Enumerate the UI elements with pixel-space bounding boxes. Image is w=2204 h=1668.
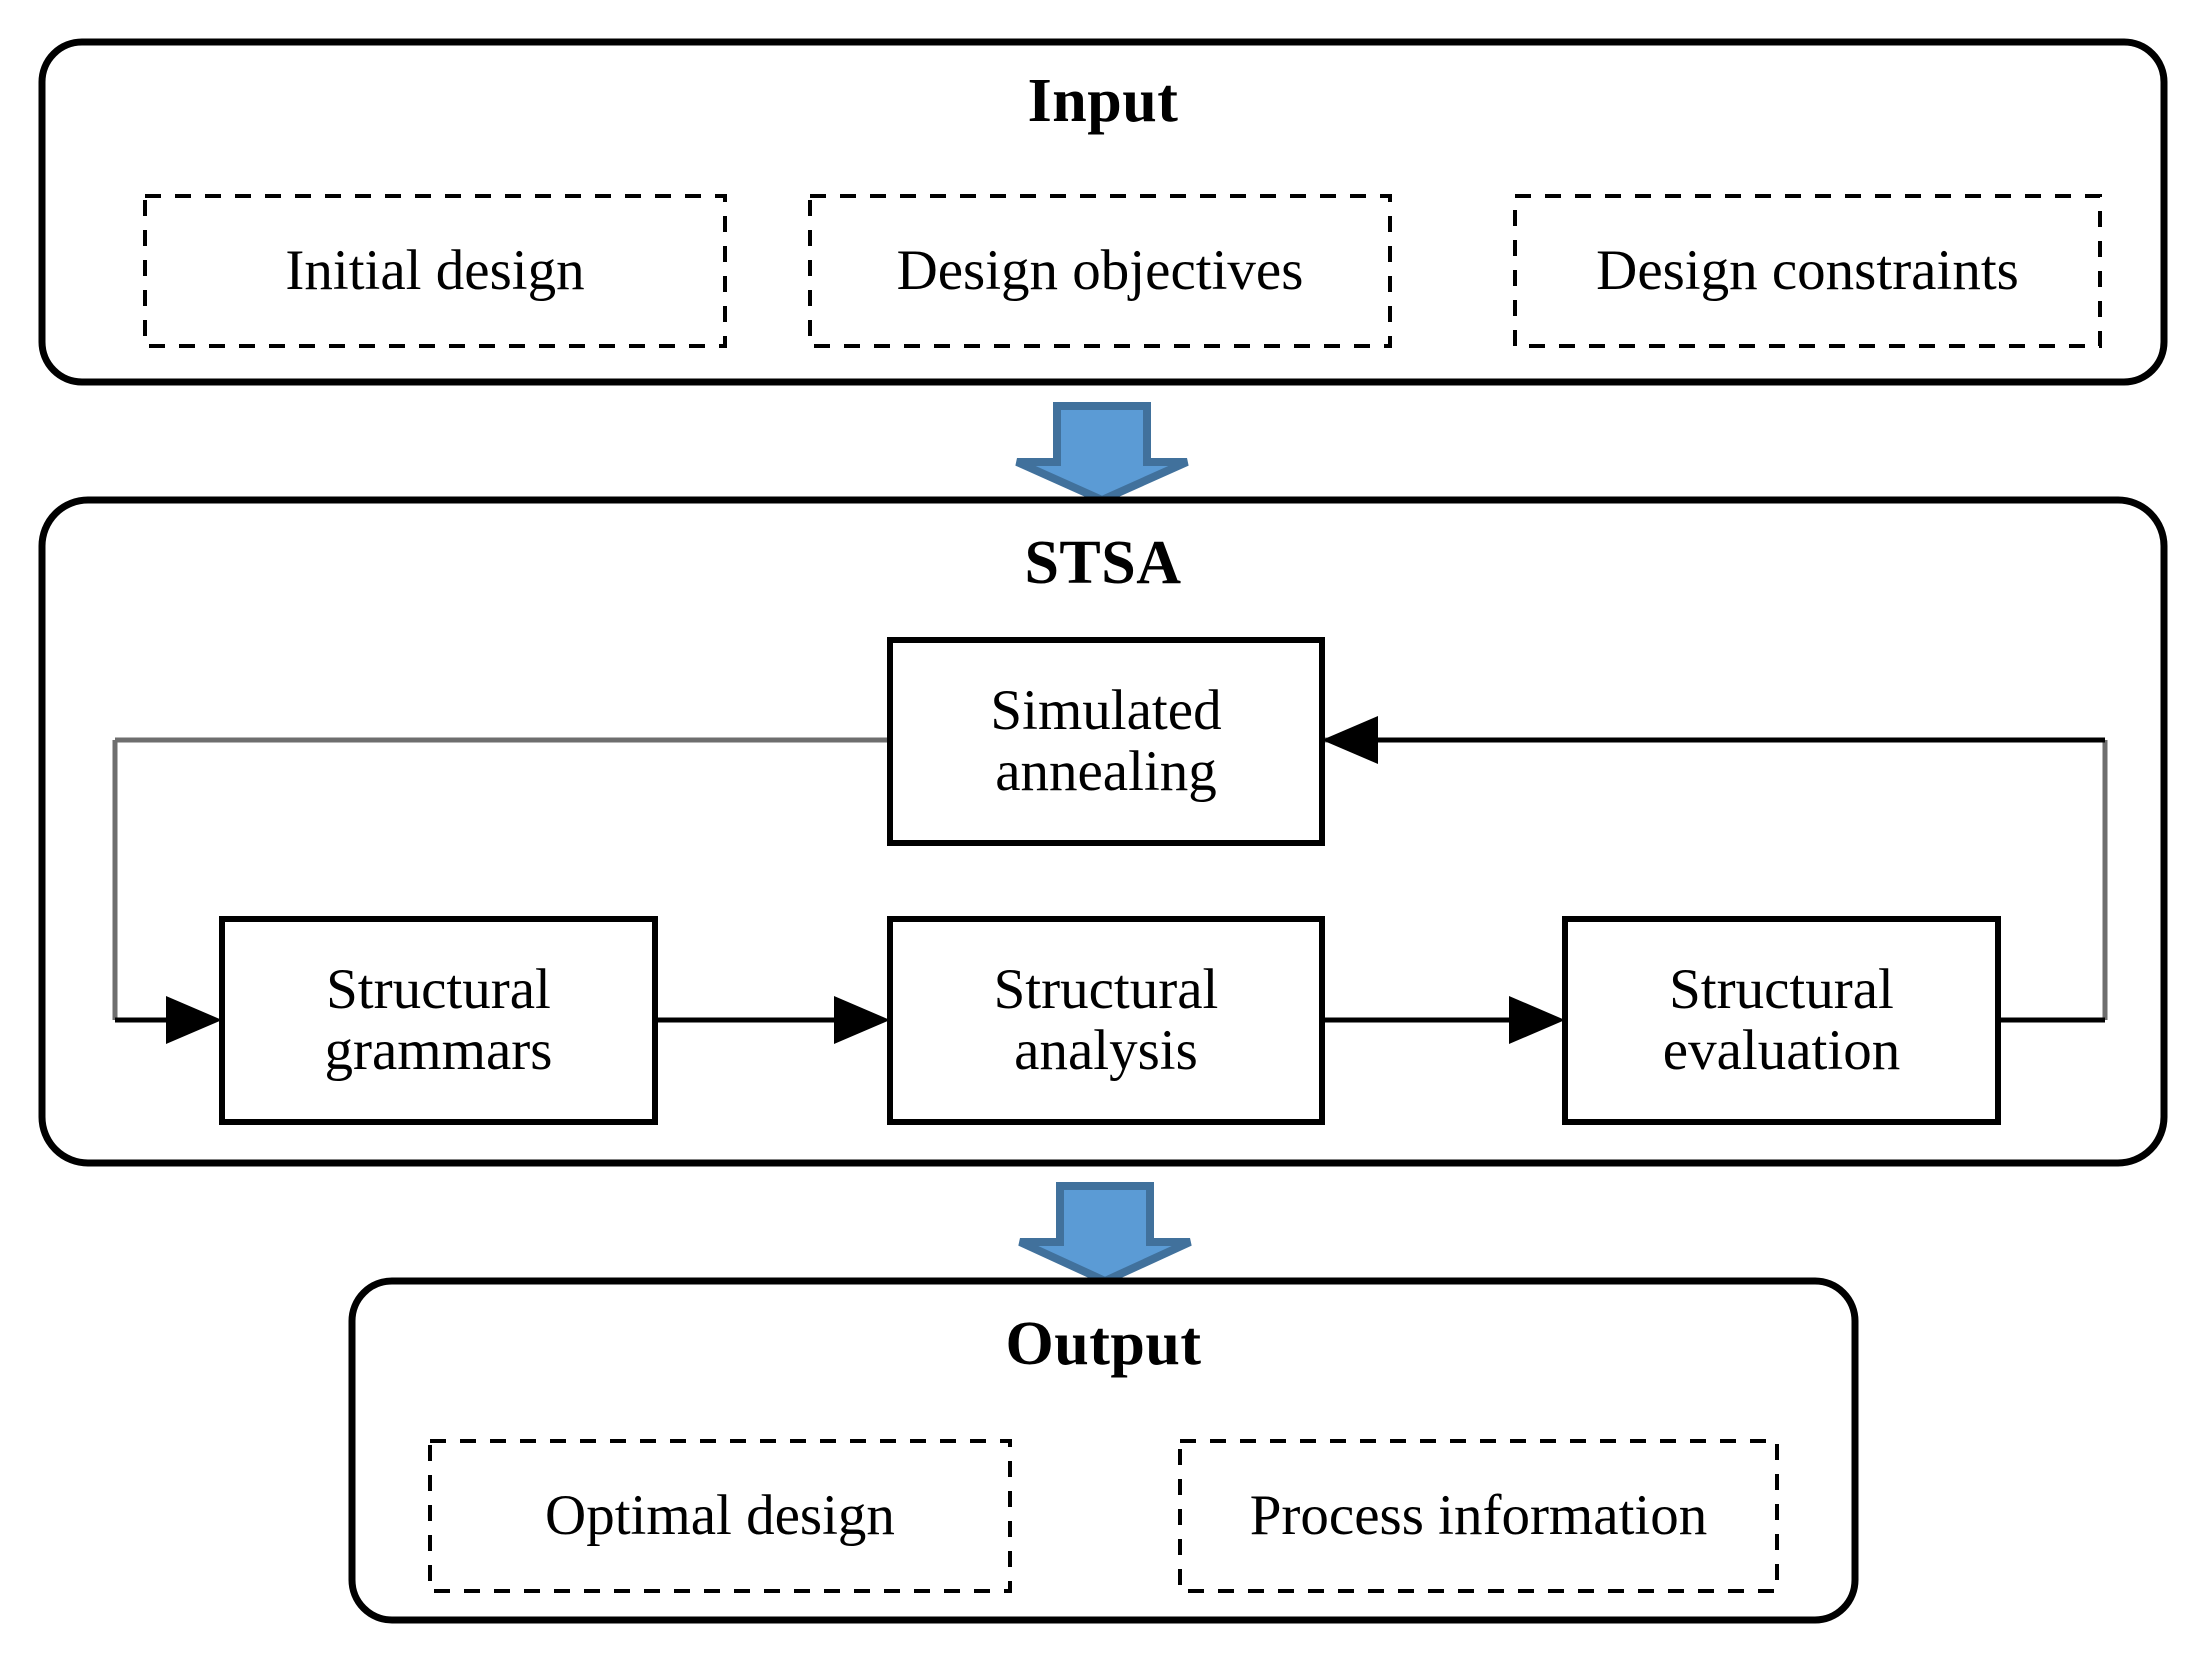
output-item-optimal-design-label: Optimal design	[545, 1483, 895, 1547]
node-structural-analysis-label: Structural analysis	[993, 958, 1219, 1082]
initial-design-box	[143, 194, 727, 348]
arrow-evaluation-to-annealing	[1322, 716, 2105, 764]
input-item-initial-design-label: Initial design	[285, 238, 585, 302]
arrow-grammars-to-analysis	[655, 996, 890, 1044]
structural-analysis-box	[887, 916, 1325, 1125]
simulated-annealing-box	[887, 637, 1325, 846]
node-simulated-annealing-label: Simulated annealing	[990, 679, 1222, 803]
node-structural-grammars-label: Structural grammars	[324, 958, 553, 1082]
input-item-design-constraints-label: Design constraints	[1596, 238, 2019, 302]
arrow-analysis-to-evaluation	[1322, 996, 1565, 1044]
output-section-title: Output	[1005, 1310, 1202, 1379]
input-item-design-objectives-label: Design objectives	[896, 238, 1304, 302]
node-structural-evaluation-label: Structural evaluation	[1662, 958, 1901, 1082]
design-constraints-box	[1513, 194, 2102, 348]
structural-grammars-box	[219, 916, 658, 1125]
output-item-process-information-label: Process information	[1249, 1483, 1708, 1547]
down-arrow-icon-stsa-to-output	[1018, 1182, 1192, 1286]
arrow-loop-to-grammars	[115, 996, 222, 1044]
down-arrow-icon-input-to-stsa	[1015, 402, 1189, 505]
input-section-title: Input	[1027, 67, 1179, 136]
optimal-design-box	[428, 1439, 1012, 1593]
design-objectives-box	[808, 194, 1392, 348]
stsa-section-title: STSA	[1024, 529, 1182, 598]
process-information-box	[1178, 1439, 1779, 1593]
structural-evaluation-box	[1562, 916, 2001, 1125]
